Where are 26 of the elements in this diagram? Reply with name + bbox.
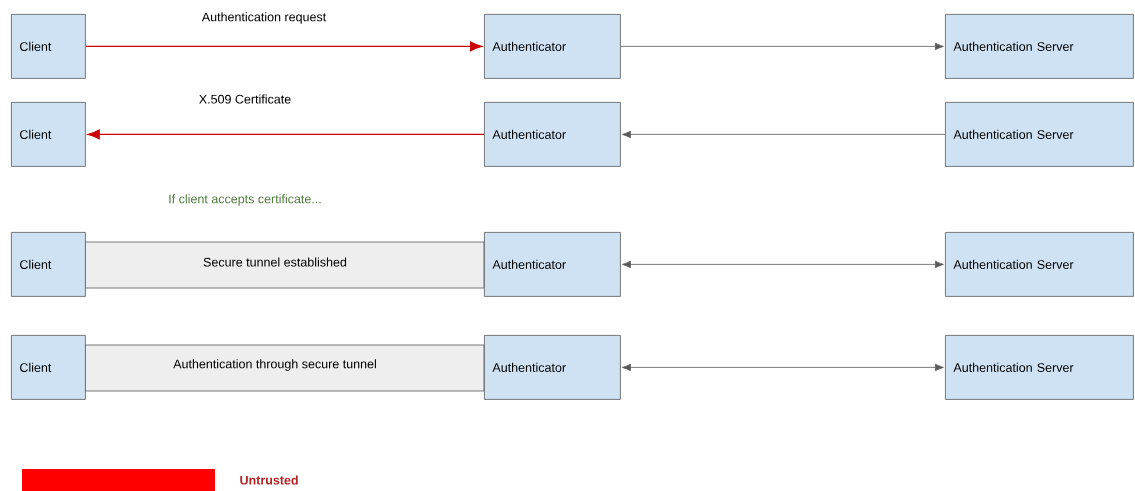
tunnel-label: Secure tunnel established [203,257,347,267]
process-box: Authenticator [484,102,621,167]
tunnel-band [84,344,485,392]
process-box: Client [11,14,86,79]
arrow [620,42,944,51]
process-box: Authenticator [484,335,621,400]
process-box: Authentication Server [945,14,1134,79]
arrow [87,129,485,140]
tunnel-label: Authentication through secure tunnel [173,359,376,371]
process-box: Client [11,232,86,297]
process-box: Authenticator [484,232,621,297]
arrow [621,363,944,372]
process-box: Client [11,335,86,400]
legend-label: Untrusted [240,475,298,485]
process-box: Authentication Server [945,232,1134,297]
edge-label: X.509 Certificate [199,94,291,104]
arrow [85,41,483,52]
tunnel-band [84,241,485,289]
note: If client accepts certificate... [169,194,321,206]
process-box: Authenticator [484,14,621,79]
arrow [621,130,946,139]
arrow [621,260,944,269]
process-box: Authentication Server [945,102,1134,167]
edge-label: Authentication request [201,12,327,24]
process-box: Authentication Server [945,335,1134,400]
process-box: Client [11,102,86,167]
